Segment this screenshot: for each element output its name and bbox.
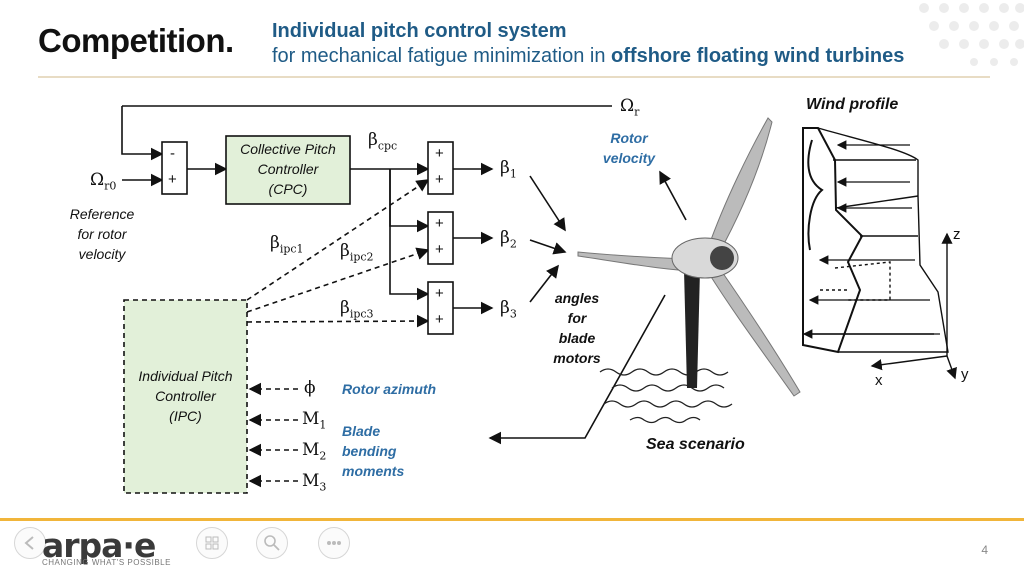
footer-accent-bar xyxy=(0,518,1024,521)
cpc-block-label: Collective Pitch Controller (CPC) xyxy=(240,141,336,197)
beta-ipc1-label: βipc1 xyxy=(270,233,304,256)
sum1-plus: + xyxy=(168,171,177,188)
sum4-plus-bottom: + xyxy=(435,311,444,328)
wind-profile-label: Wind profile xyxy=(806,96,899,113)
sum3-plus-bottom: + xyxy=(435,241,444,258)
blade-bending-label: Blade bending moments xyxy=(342,423,405,479)
angles-for-blade-motors-label: angles for blade motors xyxy=(553,290,601,366)
sea-scenario-label: Sea scenario xyxy=(646,436,745,453)
beta3-label: β3 xyxy=(500,298,517,321)
beta-ipc2-label: βipc2 xyxy=(340,241,374,264)
axis-x-label: x xyxy=(875,372,883,389)
header-divider xyxy=(38,76,990,78)
grid-icon xyxy=(205,536,219,550)
ipc-block-label: Individual Pitch Controller (IPC) xyxy=(138,368,233,424)
sum2-plus-top: + xyxy=(435,145,444,162)
wind-turbine-illustration xyxy=(577,117,801,424)
m3-label: M3 xyxy=(302,471,327,494)
beta-cpc-label: βcpc xyxy=(368,130,398,153)
m2-label: M2 xyxy=(302,440,327,463)
axis-z-label: z xyxy=(953,226,961,243)
sum-junction-1 xyxy=(161,141,188,195)
subtitle-line2: for mechanical fatigue minimization in o… xyxy=(272,45,905,67)
wind-profile-illustration xyxy=(802,127,957,380)
axis-y-label: y xyxy=(961,366,969,383)
magnifier-icon xyxy=(264,535,280,551)
sum3-plus-top: + xyxy=(435,215,444,232)
omega-r0-label: Ωr0 xyxy=(90,170,117,193)
m1-label: M1 xyxy=(302,409,327,432)
slides-overview-button[interactable] xyxy=(196,527,228,559)
reference-label: Reference for rotor velocity xyxy=(69,206,135,262)
ellipsis-icon xyxy=(327,541,341,545)
rotor-velocity-label: Rotor velocity xyxy=(602,130,656,166)
page-number: 4 xyxy=(981,543,988,557)
chevron-left-icon xyxy=(24,536,34,550)
prev-slide-button[interactable] xyxy=(14,527,46,559)
beta-ipc3-label: βipc3 xyxy=(340,298,374,321)
phi-label: ϕ xyxy=(304,378,316,398)
logo-tagline: CHANGING WHAT'S POSSIBLE xyxy=(42,558,171,567)
sum4-plus-top: + xyxy=(435,285,444,302)
beta1-label: β1 xyxy=(500,158,517,181)
decorative-dots xyxy=(919,3,1024,66)
beta2-label: β2 xyxy=(500,228,517,251)
arpa-e-logo: arpa·e xyxy=(42,526,156,565)
more-options-button[interactable] xyxy=(318,527,350,559)
page-title: Competition. xyxy=(38,22,234,59)
sum2-plus-bottom: + xyxy=(435,171,444,188)
sum1-minus: - xyxy=(170,145,175,162)
zoom-button[interactable] xyxy=(256,527,288,559)
omega-r-label: Ωr xyxy=(620,96,640,119)
subtitle-line1: Individual pitch control system xyxy=(272,20,567,42)
rotor-azimuth-label: Rotor azimuth xyxy=(342,381,437,397)
